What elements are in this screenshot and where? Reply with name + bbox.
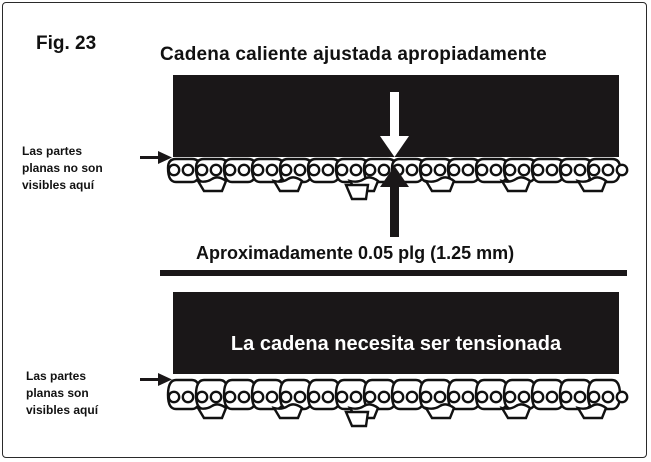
chain-rivet <box>405 390 419 404</box>
side-note-top-line: visibles aquí <box>22 178 95 192</box>
chain-rivet <box>475 390 489 404</box>
chain-rivet <box>279 163 293 177</box>
chain-rivet <box>223 390 237 404</box>
chain-rivet <box>167 390 181 404</box>
chain-rivet <box>489 163 503 177</box>
cutter-tooth <box>271 176 304 193</box>
chain-rivet <box>265 390 279 404</box>
up-arrow-icon <box>380 166 409 237</box>
side-note-top: Las partes planas no son visibles aquí <box>22 143 103 194</box>
side-note-bottom: Las partes planas son visibles aquí <box>26 368 98 419</box>
cutter-tooth <box>499 176 532 193</box>
chain-rivet <box>573 163 587 177</box>
chain-rivet <box>419 163 433 177</box>
figure-label: Fig. 23 <box>36 33 97 54</box>
chain-rivet <box>377 390 391 404</box>
chain-rivet <box>209 163 223 177</box>
side-note-bottom-line: visibles aquí <box>26 403 99 417</box>
chain-rivet <box>307 163 321 177</box>
chain-rivet <box>251 390 265 404</box>
cutter-tooth <box>271 403 304 420</box>
chain-rivet <box>377 163 391 177</box>
chain-rivet <box>195 163 209 177</box>
chain-rivet <box>517 390 531 404</box>
chain-rivet <box>349 390 363 404</box>
side-note-top-line: planas no son <box>22 161 103 175</box>
chain-rivet <box>237 390 251 404</box>
cutter-tooth <box>575 403 608 420</box>
diagram-title: Cadena caliente ajustada apropiadamente <box>160 44 547 65</box>
chain-rivet <box>475 163 489 177</box>
chain-rivet <box>461 163 475 177</box>
cutter-tooth <box>423 176 456 193</box>
chain-rivet <box>489 390 503 404</box>
chain-rivet <box>391 390 405 404</box>
chain-rivet <box>615 390 629 404</box>
chain-rivet <box>321 390 335 404</box>
depth-gauge <box>344 183 370 201</box>
gap-caption: Aproximadamente 0.05 plg (1.25 mm) <box>196 243 515 263</box>
cutter-tooth <box>423 403 456 420</box>
chain-rivet <box>601 390 615 404</box>
chain-rivet <box>195 390 209 404</box>
chain-rivet <box>293 390 307 404</box>
chain-rivet <box>209 390 223 404</box>
chain-rivet <box>433 390 447 404</box>
chain-rivet <box>573 390 587 404</box>
chain-rivet <box>335 390 349 404</box>
separator-line <box>160 270 627 276</box>
cutter-tooth <box>195 176 228 193</box>
chain-rivet <box>531 390 545 404</box>
chain-rivet <box>349 163 363 177</box>
cutter-tooth <box>575 176 608 193</box>
side-note-bottom-line: planas son <box>26 386 89 400</box>
chain-rivet <box>545 163 559 177</box>
chain-rivet <box>335 163 349 177</box>
cutter-tooth <box>195 403 228 420</box>
down-arrow-icon <box>380 92 409 157</box>
chain-rivet <box>419 390 433 404</box>
chain-top <box>166 157 629 201</box>
cutter-tooth <box>499 403 532 420</box>
side-note-bottom-line: Las partes <box>26 369 87 383</box>
guide-bar-bottom <box>173 292 619 374</box>
chain-bottom <box>166 378 629 428</box>
chain-rivet <box>447 163 461 177</box>
chain-rivet <box>265 163 279 177</box>
chain-rivet <box>531 163 545 177</box>
chain-rivet <box>447 390 461 404</box>
chain-rivet <box>559 390 573 404</box>
chain-rivet <box>307 390 321 404</box>
chain-rivet <box>517 163 531 177</box>
pointer-arrow-top-icon <box>140 151 172 164</box>
chain-rivet <box>503 390 517 404</box>
depth-gauge <box>344 410 370 428</box>
figure-frame <box>2 2 647 458</box>
chain-rivet <box>587 163 601 177</box>
chain-rivet <box>559 163 573 177</box>
side-note-top-line: Las partes <box>22 144 83 158</box>
chain-rivet <box>363 163 377 177</box>
chain-rivet <box>251 163 265 177</box>
chain-rivet <box>321 163 335 177</box>
pointer-arrow-bottom-icon <box>140 373 172 386</box>
chain-rivet <box>545 390 559 404</box>
chain-rivet <box>181 390 195 404</box>
chain-rivet <box>433 163 447 177</box>
chain-rivet <box>167 163 181 177</box>
bottom-bar-label: La cadena necesita ser tensionada <box>230 332 562 355</box>
chain-rivet <box>223 163 237 177</box>
chain-rivet <box>237 163 251 177</box>
chain-rivet <box>279 390 293 404</box>
chain-rivet <box>601 163 615 177</box>
chain-rivet <box>405 163 419 177</box>
chain-rivet <box>293 163 307 177</box>
chain-rivet <box>363 390 377 404</box>
chain-rivet <box>461 390 475 404</box>
chain-rivet <box>181 163 195 177</box>
chain-rivet <box>587 390 601 404</box>
chain-rivet <box>503 163 517 177</box>
chain-rivet <box>615 163 629 177</box>
